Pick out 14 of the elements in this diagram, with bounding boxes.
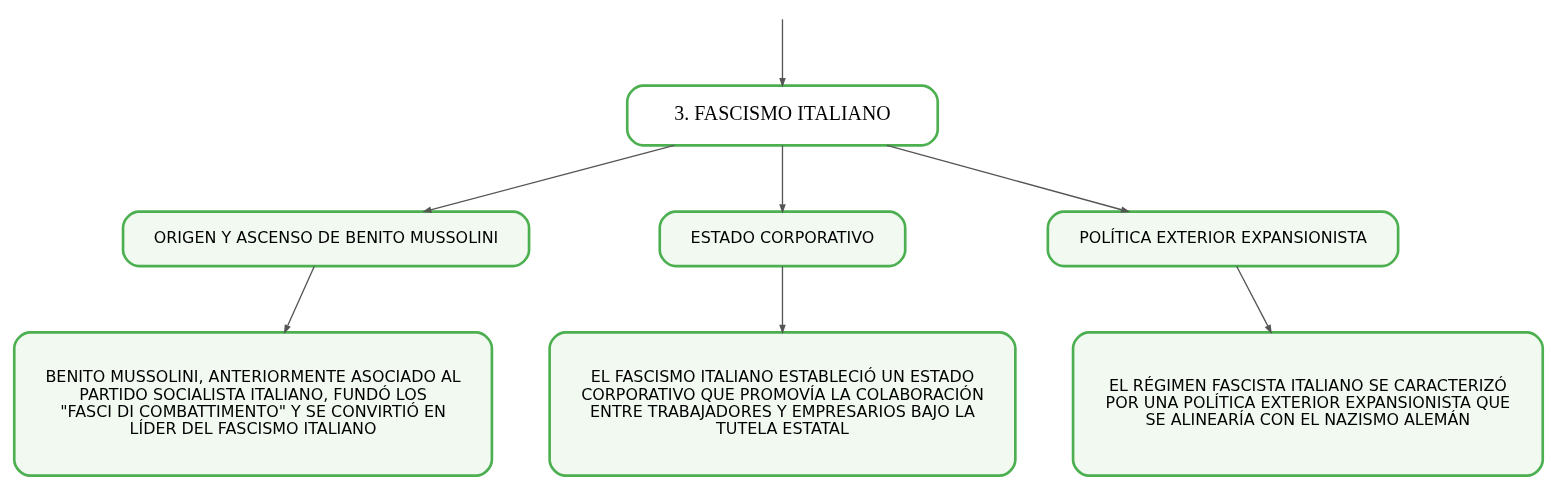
- node-box: EL FASCISMO ITALIANO ESTABLECIÓ UN ESTADO CORPORATIVO QUE PROMOVÍA LA COLABORACIÓN ENTRE TRABAJADORES Y EMPRESARIOS BAJO LA TUTELA ESTATAL: [548, 331, 1017, 477]
- arrow: [1235, 265, 1272, 334]
- node-box: POLÍTICA EXTERIOR EXPANSIONISTA: [1046, 210, 1400, 268]
- node-box: ORIGEN Y ASCENSO DE BENITO MUSSOLINI: [121, 210, 531, 268]
- arrow: [779, 18, 786, 88]
- node-box: 3. FASCISMO ITALIANO: [625, 84, 940, 147]
- arrow: [283, 265, 315, 334]
- node-box: EL RÉGIMEN FASCISTA ITALIANO SE CARACTERIZÓ POR UNA POLÍTICA EXTERIOR EXPANSIONISTA QUE SE ALINEARÍA CON EL NAZISMO ALEMÁN: [1071, 331, 1545, 477]
- node-box: ESTADO CORPORATIVO: [658, 210, 907, 268]
- arrow: [886, 144, 1131, 213]
- arrow: [779, 144, 786, 214]
- arrow: [422, 144, 675, 213]
- arrow: [779, 265, 786, 335]
- node-box: BENITO MUSSOLINI, ANTERIORMENTE ASOCIADO AL PARTIDO SOCIALISTA ITALIANO, FUNDÓ LOS "FASCI DI COMBATTIMENTO" Y SE CONVIRTIÓ EN LÍDER DEL FASCISMO ITALIANO: [12, 331, 494, 477]
